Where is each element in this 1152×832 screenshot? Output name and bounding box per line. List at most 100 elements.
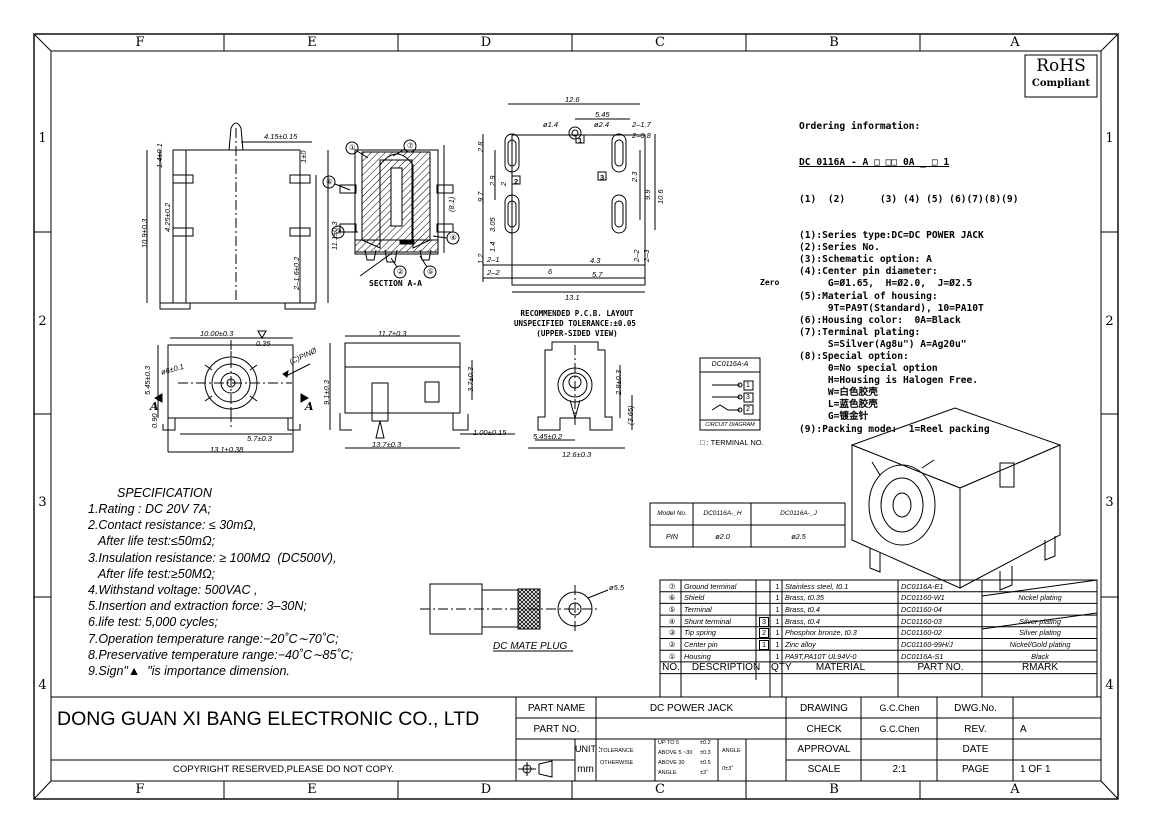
dim-label: 12.6 bbox=[565, 95, 580, 104]
section-mark-right: A bbox=[305, 400, 314, 413]
tolerance-value: ±0.5 bbox=[700, 760, 711, 766]
drawing-label: DRAWING bbox=[800, 703, 848, 714]
zone-label-right: 4 bbox=[1105, 678, 1114, 693]
circuit-title: DC0116A-A bbox=[711, 361, 749, 368]
dim-label: 3.05 bbox=[488, 217, 497, 232]
balloon-label: ③ bbox=[335, 227, 342, 236]
dim-label: 5.7±0.3 bbox=[247, 434, 272, 443]
date-label: DATE bbox=[962, 744, 989, 755]
model-table-header: Model No. bbox=[657, 510, 687, 517]
bom-cell: 1 bbox=[775, 651, 780, 661]
dim-label: 6 bbox=[548, 267, 553, 276]
dim-label: 10.00±0.3 bbox=[200, 329, 234, 338]
dim-label: 5.45 bbox=[595, 110, 610, 119]
terminal-number: 3 bbox=[746, 394, 750, 401]
bom-cell: ② bbox=[668, 640, 676, 649]
dim-label: 2.9 bbox=[488, 175, 497, 186]
circuit-caption: CIRCUIT DIAGRAM bbox=[705, 422, 755, 428]
check-label: CHECK bbox=[806, 724, 842, 735]
spec-line: 4.Withstand voltage: 500VAC , bbox=[88, 583, 258, 598]
bom-cell: Brass, t0.35 bbox=[785, 593, 824, 603]
bom-cell: Nickel/Gold plating bbox=[1009, 640, 1071, 649]
ordering-line: (3):Schematic option: A bbox=[799, 254, 932, 266]
bom-cell: DC0116A-S1 bbox=[901, 651, 944, 661]
terminal-number: 1 bbox=[746, 382, 750, 389]
zone-label-bottom: A bbox=[1010, 782, 1020, 797]
zone-label-right: 1 bbox=[1105, 131, 1114, 146]
spec-line: After life test:≤50mΩ; bbox=[88, 534, 216, 549]
dim-label: 10.9±0.3 bbox=[140, 218, 149, 248]
ordering-line: G=Ø1.65, H=Ø2.0, J=Ø2.5 bbox=[799, 278, 973, 290]
ordering-line: (4):Center pin diameter: bbox=[799, 266, 938, 278]
pcb-view: (UPPER-SIDED VIEW) bbox=[536, 329, 618, 338]
ordering-line: (7):Terminal plating: bbox=[799, 326, 921, 338]
terminal-number: 2 bbox=[746, 406, 750, 413]
dim-label: 4.3 bbox=[590, 256, 601, 265]
dim-label: 2–0.8 bbox=[632, 131, 651, 140]
bom-cell: Silver plating bbox=[1019, 616, 1061, 626]
dim-label: ø2.4 bbox=[594, 120, 610, 129]
dim-label: 0.35 bbox=[256, 339, 271, 348]
dim-label: 1.00±0.15 bbox=[473, 428, 507, 437]
dim-label: ø1.4 bbox=[543, 120, 559, 129]
zone-label-left: 2 bbox=[38, 314, 47, 329]
ordering-code-index: (1) (2) (3) (4) (5) (6)(7)(8)(9) bbox=[799, 193, 1019, 205]
dim-label: 1.4 bbox=[488, 241, 497, 252]
bom-header-cell: DESCRIPTION bbox=[691, 662, 761, 674]
dim-label: 9.1±0.3 bbox=[322, 380, 331, 405]
ordering-line: 9T=PA9T(Standard), 10=PA10T bbox=[799, 302, 984, 314]
bom-cell: ⑥ bbox=[668, 593, 676, 603]
tolerance-value: ±0.2 bbox=[700, 740, 711, 746]
balloon-label: ① bbox=[349, 143, 356, 152]
dim-label: 2–2 bbox=[487, 268, 500, 277]
bom-cell: DC01160-W1 bbox=[901, 593, 945, 603]
dim-label: 0.90 bbox=[150, 413, 159, 428]
bom-cell: DC01160-02 bbox=[901, 628, 942, 638]
ordering-line: (1):Series type:DC=DC POWER JACK bbox=[799, 230, 984, 242]
spec-line: 1.Rating : DC 20V 7A; bbox=[88, 502, 211, 516]
bom-cell: Tip spring bbox=[684, 628, 716, 638]
bom-terminal-no: 2 bbox=[759, 628, 769, 639]
zone-label-bottom: B bbox=[829, 782, 839, 797]
bom-cell: 1 bbox=[775, 593, 780, 603]
ordering-line: 0=No special option bbox=[799, 363, 938, 375]
page-label: PAGE bbox=[961, 764, 990, 775]
tolerance-range: ABOVE 5 ~30 bbox=[658, 750, 693, 756]
bom-cell: DC0116A-E1 bbox=[901, 581, 944, 591]
zone-label-right: 3 bbox=[1105, 495, 1114, 510]
ordering-line: L=蓝色胶壳 bbox=[799, 399, 878, 411]
dim-label: 12.6±0.3 bbox=[562, 450, 592, 459]
rohs-title: RoHS bbox=[1036, 56, 1086, 76]
dim-label: 2–2 bbox=[632, 249, 641, 262]
rohs-subtitle: Compliant bbox=[1031, 78, 1091, 89]
dim-label: 9.7 bbox=[476, 191, 485, 202]
ordering-line: (9):Packing mode: 1=Reel packing bbox=[799, 423, 990, 435]
spec-line: 8.Preservative temperature range:−40˚C∼8… bbox=[88, 647, 354, 662]
terminal-number: 1 bbox=[578, 136, 583, 145]
company-name: DONG GUAN XI BANG ELECTRONIC CO., LTD bbox=[57, 708, 480, 730]
angle-value: 0±3˚ bbox=[722, 766, 733, 772]
scale-value: 2:1 bbox=[892, 764, 907, 775]
otherwise-label: OTHERWISE bbox=[600, 760, 634, 766]
dim-label: 1.2 bbox=[476, 253, 485, 264]
zone-label-top: E bbox=[307, 35, 317, 50]
dim-label: 4.15±0.15 bbox=[264, 132, 298, 141]
model-table-header: DC0116A-_J bbox=[780, 510, 817, 517]
zone-label-top: D bbox=[480, 35, 492, 50]
bom-cell: Housing bbox=[684, 651, 711, 661]
dim-label: 3.7±0.3 bbox=[466, 367, 475, 392]
tolerance-value: ±0.3 bbox=[700, 750, 711, 756]
unit-label: UNIT : bbox=[575, 744, 601, 754]
dim-label: (3.65) bbox=[626, 405, 635, 425]
spec-line: 6.life test: 5,000 cycles; bbox=[88, 615, 218, 630]
spec-line: 2.Contact resistance: ≤ 30mΩ, bbox=[88, 518, 257, 533]
bom-cell: ③ bbox=[668, 628, 676, 638]
zone-label-left: 3 bbox=[38, 495, 47, 510]
model-table-cell: ø2.5 bbox=[791, 532, 806, 541]
dim-label: 2–3 bbox=[642, 249, 651, 262]
part-no-label: PART NO. bbox=[533, 724, 580, 735]
ordering-line: (5):Material of housing: bbox=[799, 290, 938, 302]
bom-cell: 1 bbox=[775, 628, 780, 638]
balloon-label: ⑦ bbox=[407, 141, 414, 150]
